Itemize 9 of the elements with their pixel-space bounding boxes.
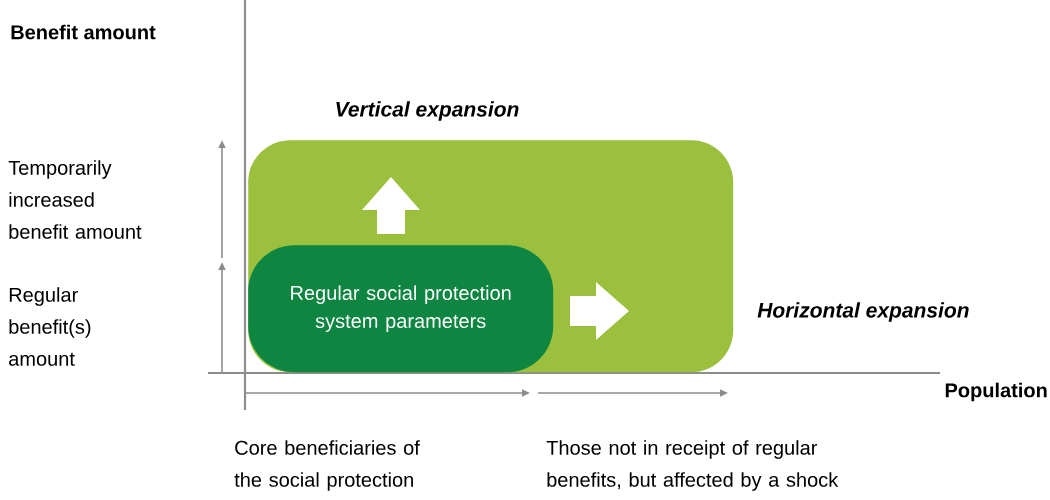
axis-title: Benefit amount [11,24,156,40]
expansion-label: Horizontal expansion [757,302,969,322]
axis-annotation: Those not in receipt of regular benefits, but affected by a shock [546,440,839,491]
axis-annotation: Core beneficiaries of the social protection [234,440,420,491]
core-box: Regular social protection system parameters [248,245,554,373]
expansion-label: Vertical expansion [336,101,519,121]
axis-title: Population [945,382,1047,402]
axis-annotation: Temporarily increased benefit amount [8,160,142,239]
axis-annotation: Regular benefit(s) amount [9,287,91,366]
